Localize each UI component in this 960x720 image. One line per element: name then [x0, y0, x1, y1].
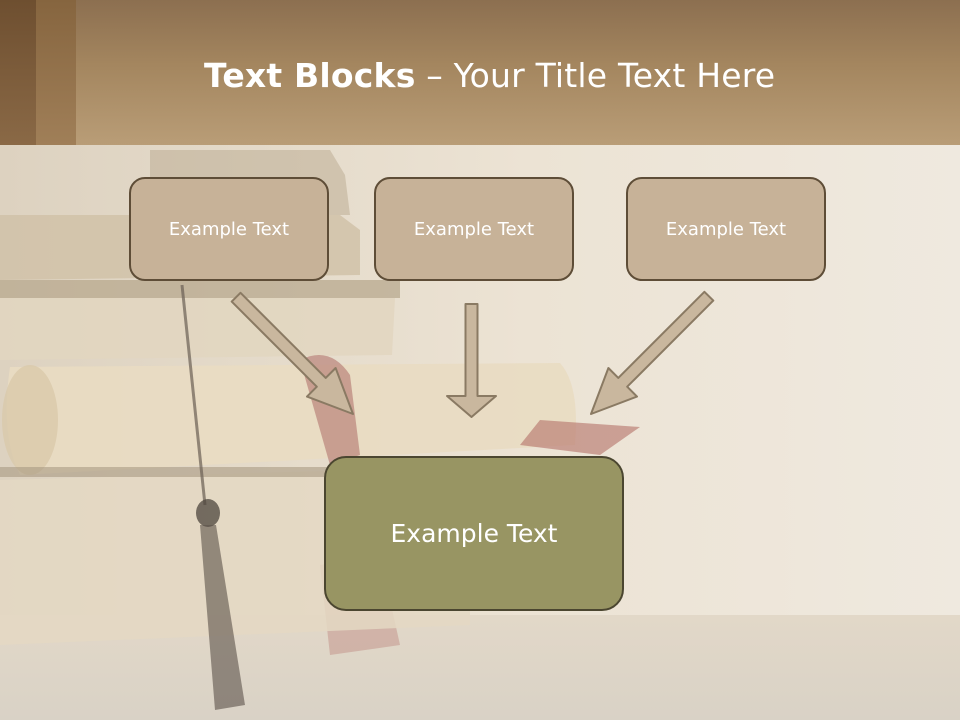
header-stripe-dark — [0, 0, 36, 145]
slide-title: Text Blocks – Your Title Text Here — [204, 54, 775, 98]
text-block-3[interactable]: Example Text — [626, 177, 826, 281]
text-block-2[interactable]: Example Text — [374, 177, 574, 281]
header-stripe-light — [36, 0, 76, 145]
text-block-3-label: Example Text — [665, 218, 787, 240]
title-bar: Text Blocks – Your Title Text Here — [0, 0, 960, 145]
text-block-1[interactable]: Example Text — [129, 177, 329, 281]
center-text-block-label: Example Text — [390, 519, 558, 548]
slide-title-rest: Your Title Text Here — [453, 56, 776, 95]
center-text-block[interactable]: Example Text — [324, 456, 624, 611]
text-block-2-label: Example Text — [413, 218, 535, 240]
slide-title-dash: – — [415, 56, 454, 95]
arrow-center — [446, 303, 497, 418]
text-block-1-label: Example Text — [168, 218, 290, 240]
arrow-right — [590, 290, 715, 415]
arrow-left — [230, 291, 354, 415]
slide-title-bold: Text Blocks — [204, 56, 416, 95]
